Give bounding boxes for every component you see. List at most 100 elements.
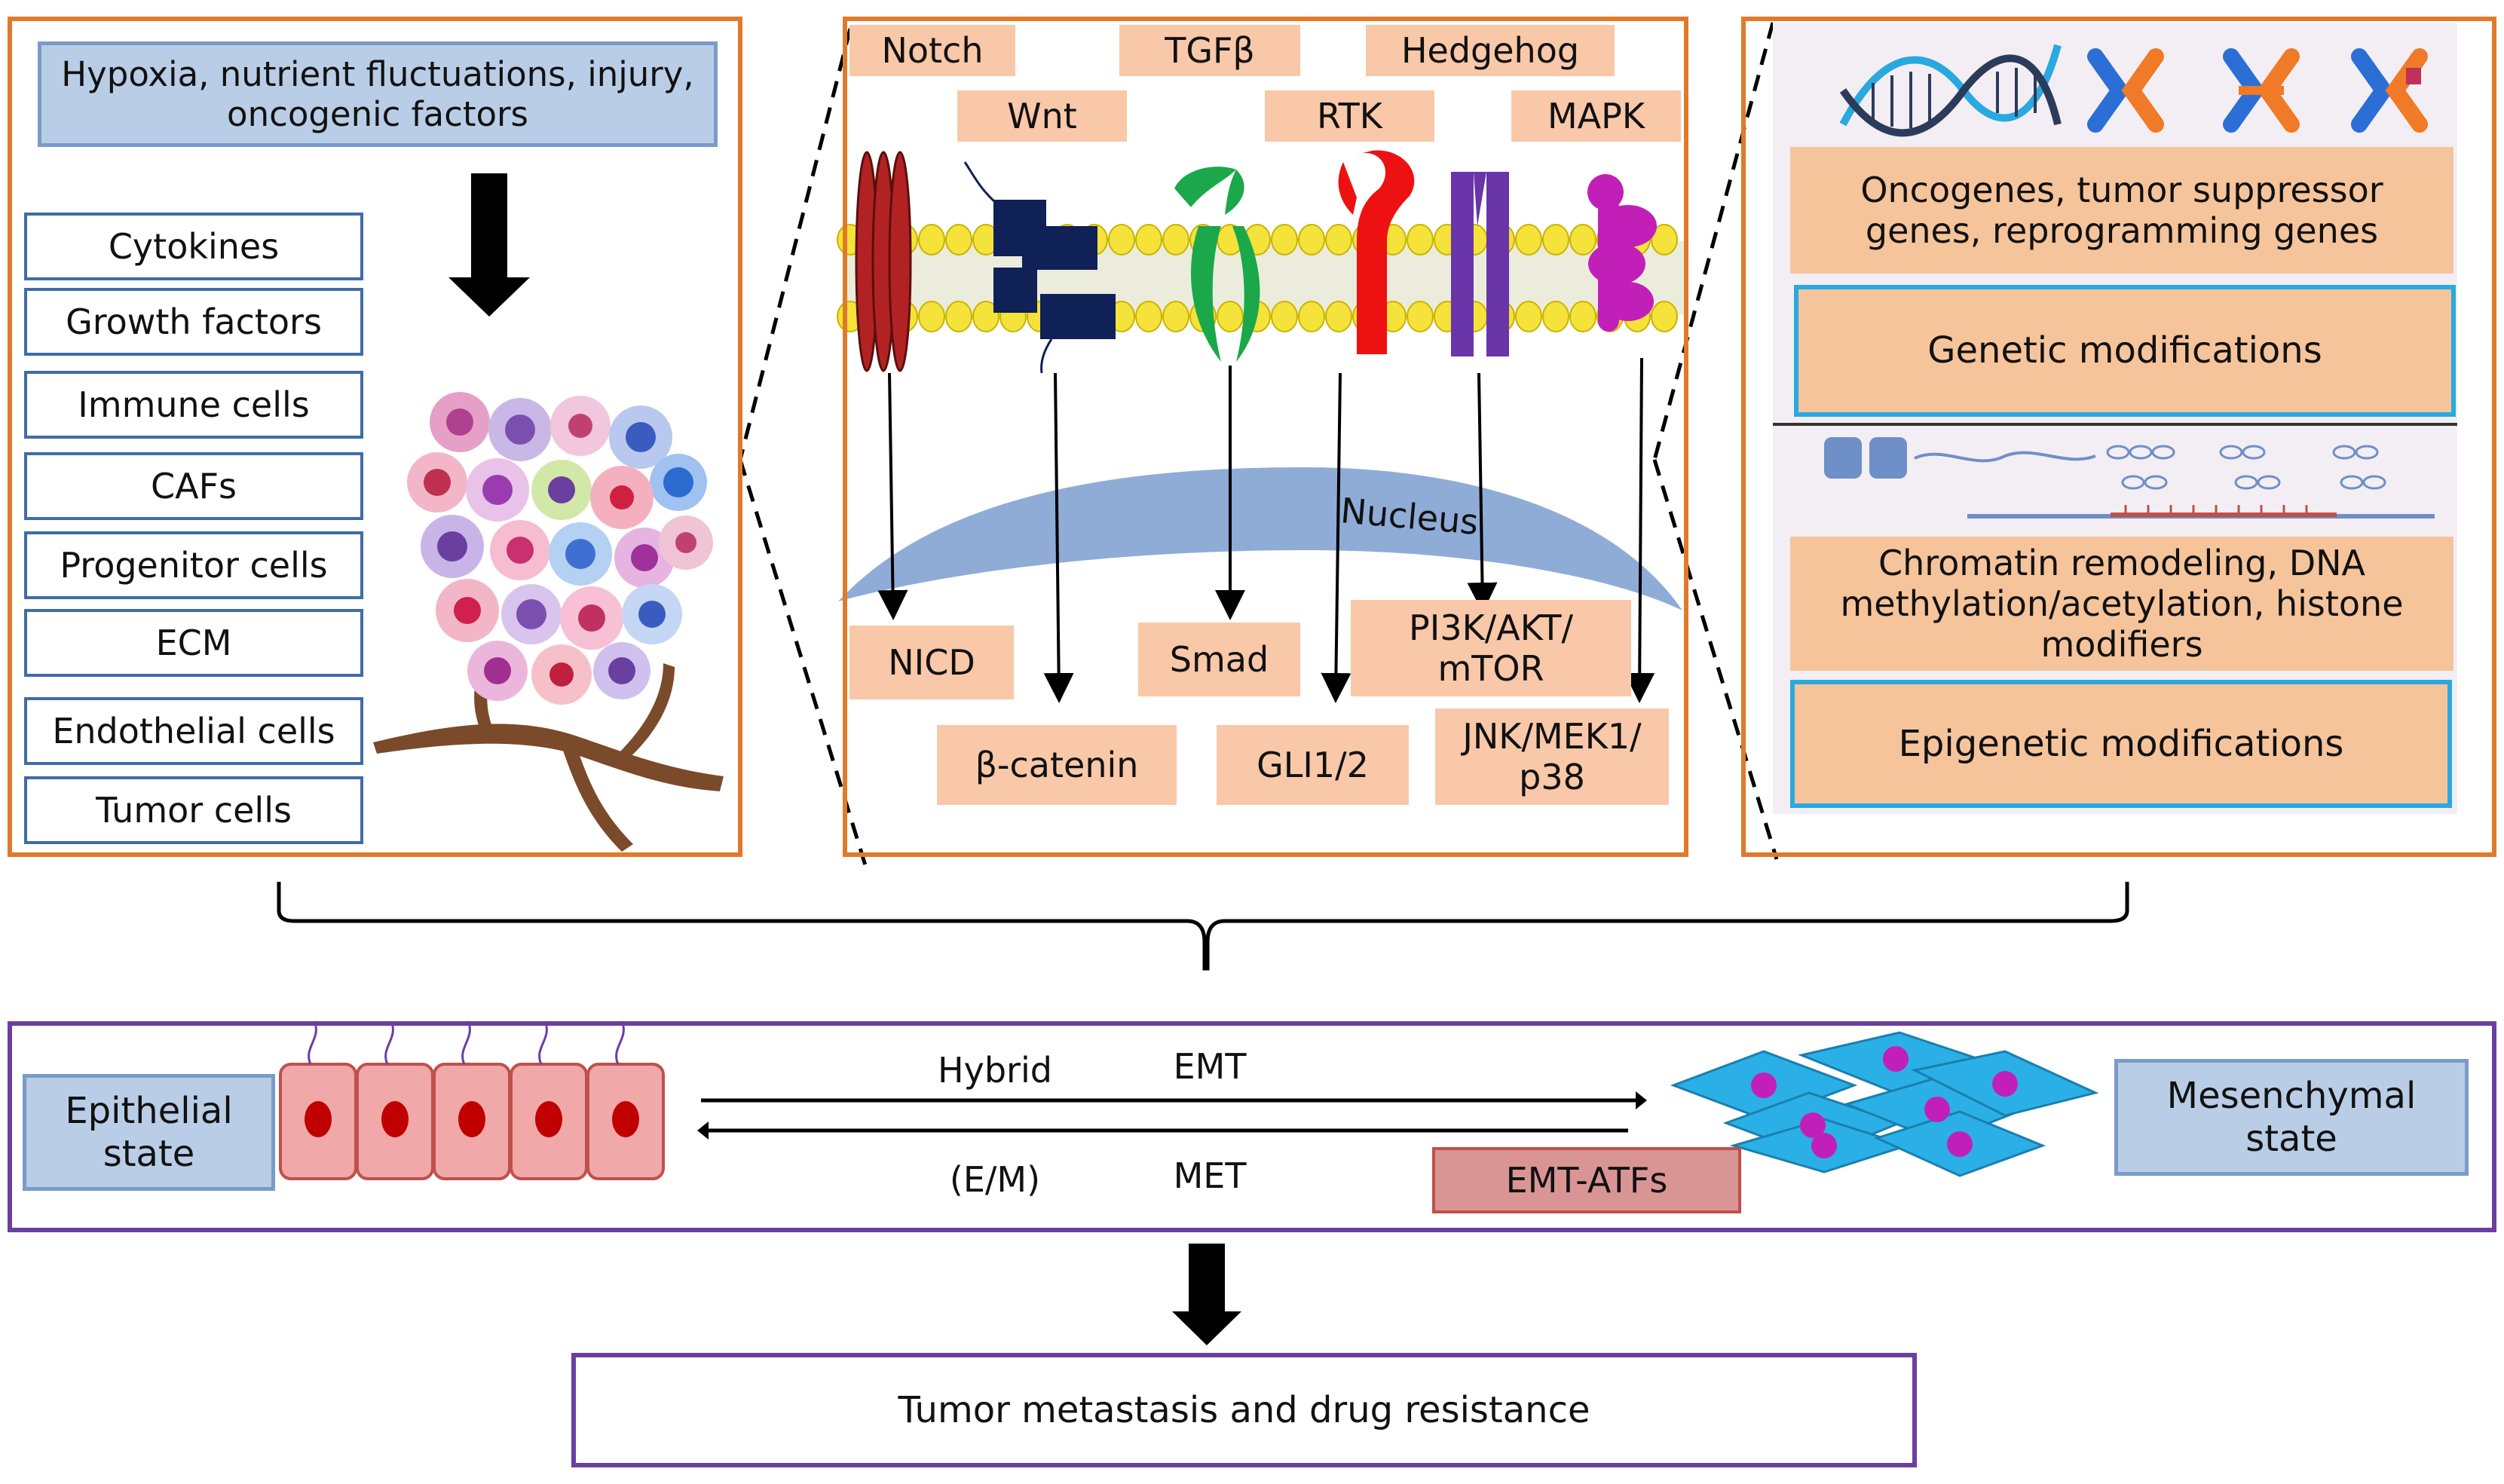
cilium (308, 1020, 317, 1065)
notch-receptor (855, 151, 912, 372)
stimuli-box: Hypoxia, nutrient fluctuations, injury, … (38, 41, 718, 147)
mesenchymal-cells-illustration (1670, 1031, 2099, 1177)
lipid-head (1542, 224, 1569, 255)
mesenchymal-state-text: Mesenchymal state (2166, 1074, 2417, 1160)
chromatin-text: Chromatin remodeling, DNA methylation/ac… (1840, 542, 2404, 666)
factor-cytokines: Cytokines (24, 213, 363, 280)
factor-label: Progenitor cells (60, 544, 328, 586)
outcome-down-arrow (1172, 1244, 1241, 1345)
mesenchymal-state-box: Mesenchymal state (2114, 1059, 2469, 1176)
lipid-head (1515, 224, 1542, 255)
microenvironment-panel (8, 17, 742, 857)
lipid-head (1569, 224, 1596, 255)
emt-label: EMT (1153, 1040, 1266, 1093)
pathway-notch: Notch (849, 25, 1015, 76)
nucleus-envelope (838, 467, 1682, 610)
epithelial-nucleus (458, 1101, 485, 1137)
pathway-label: RTK (1317, 95, 1382, 136)
lipid-head (1271, 301, 1298, 332)
pathway-mapk: MAPK (1511, 90, 1681, 142)
cilium (384, 1020, 394, 1065)
lipid-head (918, 301, 945, 332)
chromatin-box: Chromatin remodeling, DNA methylation/ac… (1790, 537, 2453, 671)
emt-atfs-box: EMT-ATFs (1432, 1147, 1741, 1213)
lipid-head (945, 224, 972, 255)
rtk-receptor (1338, 150, 1415, 354)
hybrid-em-label: (E/M) (920, 1153, 1070, 1206)
lipid-head (1325, 301, 1352, 332)
lipid-head (1542, 301, 1569, 332)
hybrid-label: Hybrid (920, 1044, 1070, 1097)
effector-label: JNK/MEK1/ p38 (1462, 715, 1642, 797)
factor-growth-factors: Growth factors (24, 288, 363, 356)
pathway-label: MAPK (1547, 95, 1645, 136)
effector-label: PI3K/AKT/ mTOR (1409, 607, 1573, 689)
hedgehog-receptor (1587, 174, 1657, 332)
factor-ecm: ECM (24, 609, 363, 677)
effector-label: Smad (1169, 638, 1269, 680)
epithelial-cells-illustration (279, 1020, 665, 1180)
pathway-arrows (877, 357, 1655, 703)
factor-label: CAFs (150, 465, 237, 506)
wnt-frizzled-receptor (963, 161, 1116, 374)
factor-label: Growth factors (66, 301, 322, 342)
effector-label: β-catenin (975, 744, 1139, 785)
lipid-head (1651, 301, 1678, 332)
signaling-pathways-panel (843, 17, 1688, 857)
lipid-head (1135, 301, 1162, 332)
met-label: MET (1153, 1149, 1266, 1202)
met-text: MET (1173, 1155, 1247, 1196)
genetic-modifications-text: Genetic modifications (1927, 329, 2322, 372)
genes-box: Oncogenes, tumor suppressor genes, repro… (1790, 147, 2453, 274)
epigenetic-modifications-text: Epigenetic modifications (1898, 722, 2344, 765)
lipid-head (1569, 301, 1596, 332)
lipid-head (1108, 224, 1135, 255)
stimuli-text: Hypoxia, nutrient fluctuations, injury, … (61, 54, 694, 134)
lipid-head (1217, 301, 1244, 332)
pathway-wnt: Wnt (957, 90, 1127, 142)
genetic-epigenetic-panel (1741, 17, 2496, 857)
cilium (538, 1020, 548, 1065)
emt-atfs-text: EMT-ATFs (1505, 1159, 1668, 1201)
factor-progenitor-cells: Progenitor cells (24, 531, 363, 599)
outcome-text: Tumor metastasis and drug resistance (898, 1388, 1590, 1431)
effector-gli: GLI1/2 (1217, 725, 1409, 805)
tgfb-receptor (1174, 167, 1260, 362)
factor-tumor-cells: Tumor cells (24, 776, 363, 844)
epithelial-state-box: Epithelial state (23, 1074, 275, 1191)
dna-helix-icon (1839, 44, 2062, 137)
lipid-head (1325, 224, 1352, 255)
lipid-head (1515, 301, 1542, 332)
met-reverse-arrow (697, 1121, 1628, 1140)
lipid-head (1651, 224, 1678, 255)
genetic-modifications-box: Genetic modifications (1794, 285, 2456, 417)
lipid-head (918, 224, 945, 255)
factor-label: Endothelial cells (52, 710, 335, 751)
epithelial-nucleus (535, 1101, 562, 1137)
pathway-label: TGFβ (1165, 29, 1255, 71)
epigenetic-modifications-box: Epigenetic modifications (1790, 680, 2452, 808)
chromatin-strand-icon (1824, 437, 2435, 519)
genes-text: Oncogenes, tumor suppressor genes, repro… (1860, 169, 2383, 251)
epithelial-state-text: Epithelial state (65, 1089, 233, 1175)
effector-jnk-mek1-p38: JNK/MEK1/ p38 (1435, 708, 1669, 805)
mapk-receptor (1451, 172, 1509, 356)
pathway-label: Notch (881, 29, 984, 71)
lipid-head (972, 301, 999, 332)
cilium (615, 1020, 625, 1065)
pathway-tgfb: TGFβ (1119, 25, 1300, 76)
pathway-hedgehog: Hedgehog (1366, 25, 1615, 76)
epithelial-nucleus (305, 1101, 332, 1137)
effector-pi3k-akt-mtor: PI3K/AKT/ mTOR (1351, 600, 1631, 696)
lipid-head (1407, 301, 1434, 332)
stimulus-down-arrow (448, 173, 530, 317)
factor-label: Immune cells (78, 384, 310, 425)
epithelial-nucleus (381, 1101, 409, 1137)
factor-immune-cells: Immune cells (24, 371, 363, 439)
lipid-head (1135, 224, 1162, 255)
cilium (461, 1020, 471, 1065)
factor-label: Tumor cells (96, 789, 292, 831)
hybrid-em-text: (E/M) (949, 1158, 1041, 1200)
lipid-head (1162, 224, 1189, 255)
pathway-rtk: RTK (1265, 90, 1434, 142)
